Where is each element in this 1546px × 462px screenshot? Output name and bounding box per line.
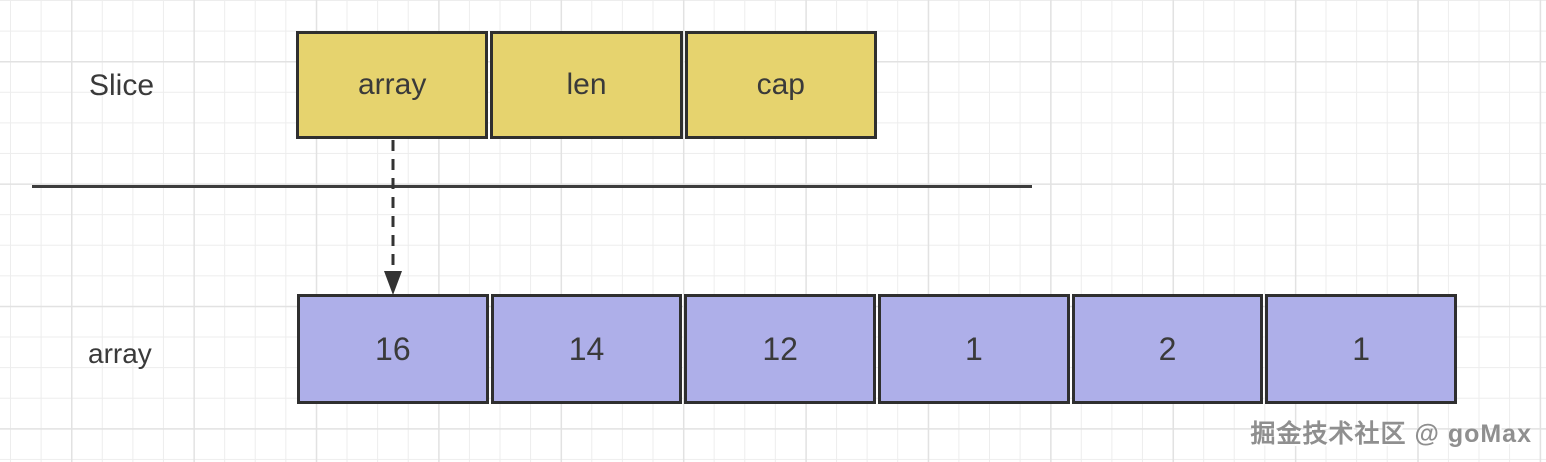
slice-struct-row: array len cap (296, 31, 877, 139)
array-element-5: 1 (1265, 294, 1458, 404)
separator-line (32, 185, 1032, 188)
array-element-2: 12 (684, 294, 877, 404)
slice-field-array: array (296, 31, 489, 139)
backing-array-row: 16 14 12 1 2 1 (297, 294, 1458, 404)
array-element-0: 16 (297, 294, 489, 404)
slice-field-cap: cap (684, 31, 877, 139)
slice-row-label: Slice (89, 69, 155, 102)
array-element-1: 14 (490, 294, 683, 404)
slice-field-len: len (490, 31, 683, 139)
array-element-4: 2 (1071, 294, 1264, 404)
array-element-3: 1 (878, 294, 1070, 404)
array-row-label: array (88, 338, 152, 369)
pointer-arrow-icon (384, 140, 402, 295)
watermark-text: 掘金技术社区 @ goMax (1250, 420, 1532, 448)
